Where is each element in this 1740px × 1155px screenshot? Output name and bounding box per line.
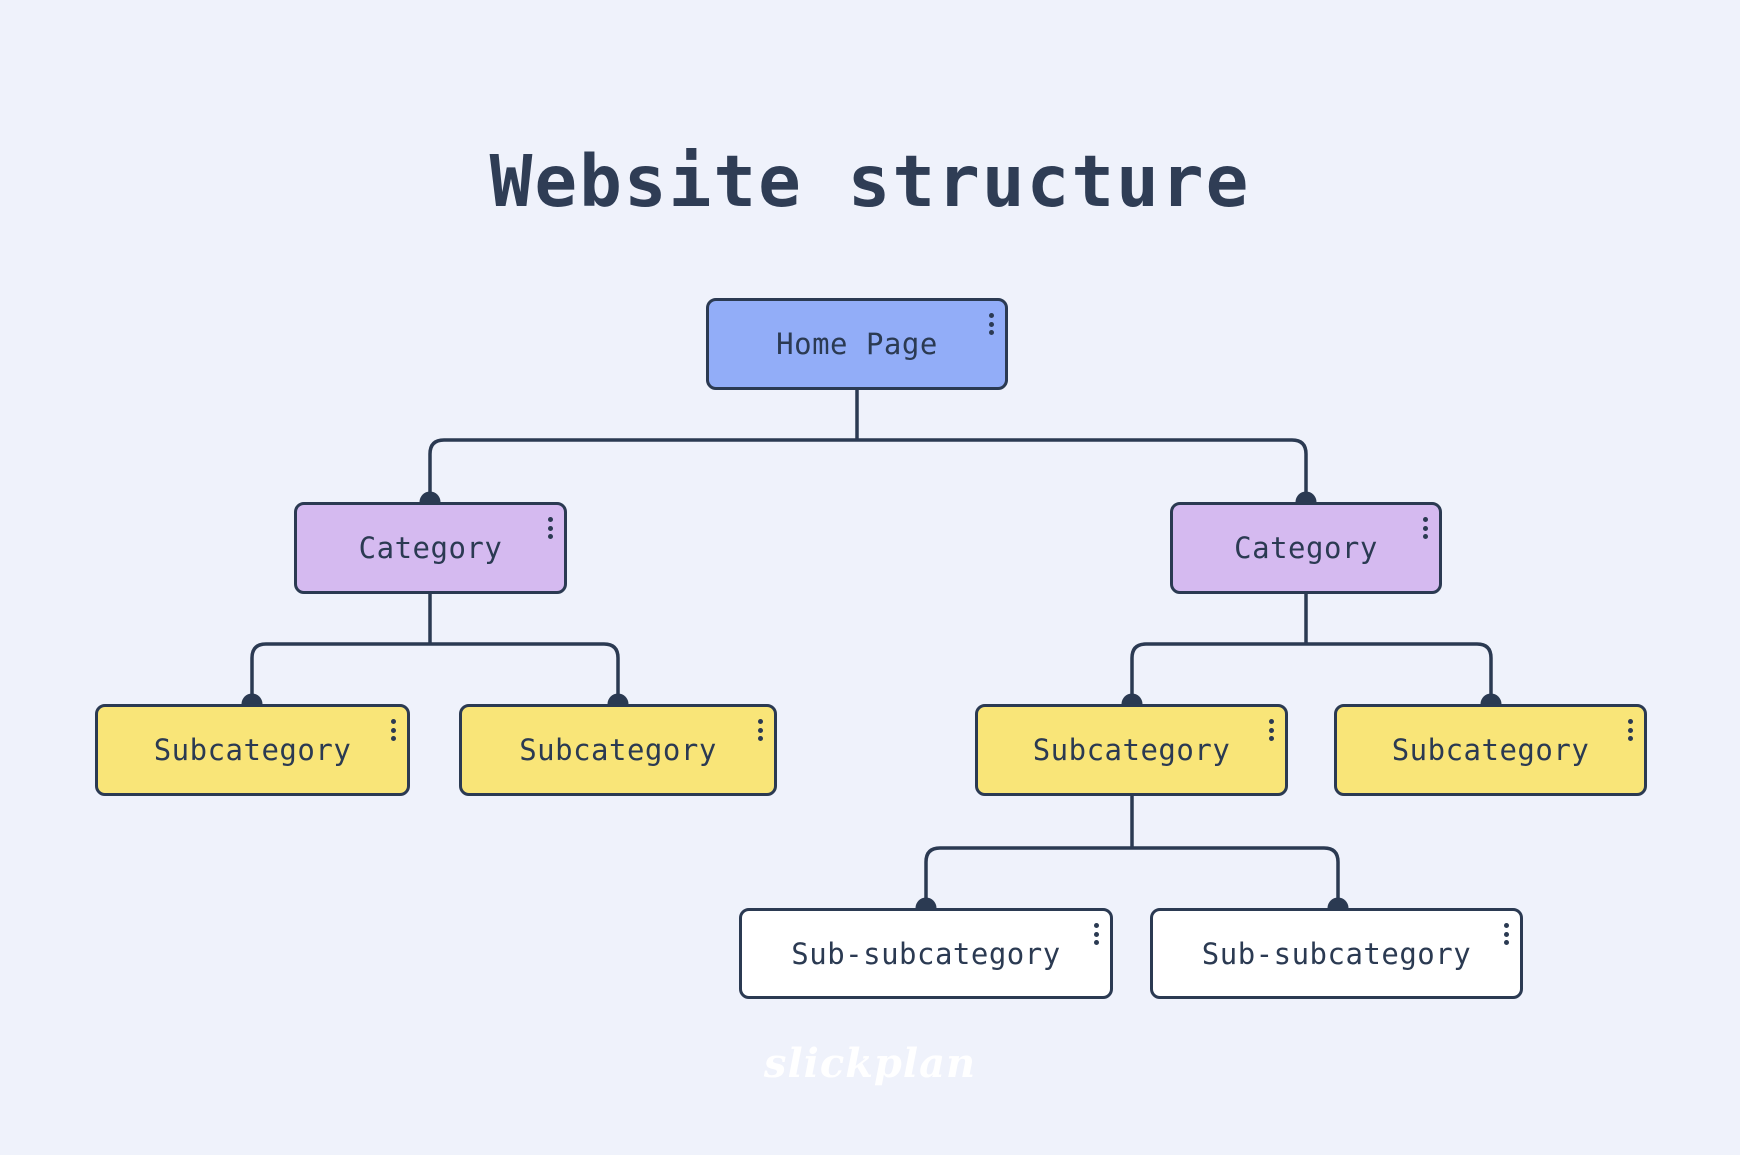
node-sub-subcategory-2[interactable]: Sub-subcategory (1150, 908, 1523, 999)
node-label: Subcategory (1032, 733, 1231, 767)
connector-home-to-categories (428, 390, 1308, 502)
slickplan-watermark: slickplan (763, 1040, 977, 1087)
node-category-2[interactable]: Category (1170, 502, 1442, 594)
kebab-menu-icon[interactable] (758, 719, 763, 741)
node-subcategory-1[interactable]: Subcategory (95, 704, 410, 796)
node-label: Subcategory (153, 733, 352, 767)
node-subcategory-3[interactable]: Subcategory (975, 704, 1288, 796)
node-label: Category (358, 531, 503, 565)
connector-subcategory3-to-subsubcategories (924, 796, 1340, 908)
node-label: Subcategory (519, 733, 717, 767)
node-label: Subcategory (1391, 733, 1590, 767)
node-category-1[interactable]: Category (294, 502, 567, 594)
kebab-menu-icon[interactable] (1504, 923, 1509, 945)
connector-category2-to-subcategories (1130, 594, 1493, 704)
node-label: Home Page (776, 327, 938, 361)
kebab-menu-icon[interactable] (1094, 923, 1099, 945)
node-home-page[interactable]: Home Page (706, 298, 1008, 390)
node-label: Category (1234, 531, 1378, 565)
kebab-menu-icon[interactable] (1628, 719, 1633, 741)
page-title: Website structure (489, 139, 1251, 223)
kebab-menu-icon[interactable] (1423, 517, 1428, 539)
node-label: Sub-subcategory (1201, 936, 1472, 971)
node-subcategory-4[interactable]: Subcategory (1334, 704, 1647, 796)
node-subcategory-2[interactable]: Subcategory (459, 704, 777, 796)
kebab-menu-icon[interactable] (1269, 719, 1274, 741)
kebab-menu-icon[interactable] (548, 517, 553, 539)
kebab-menu-icon[interactable] (391, 719, 396, 741)
kebab-menu-icon[interactable] (989, 313, 994, 335)
node-label: Sub-subcategory (791, 936, 1061, 971)
node-sub-subcategory-1[interactable]: Sub-subcategory (739, 908, 1113, 999)
connector-category1-to-subcategories (250, 594, 620, 704)
